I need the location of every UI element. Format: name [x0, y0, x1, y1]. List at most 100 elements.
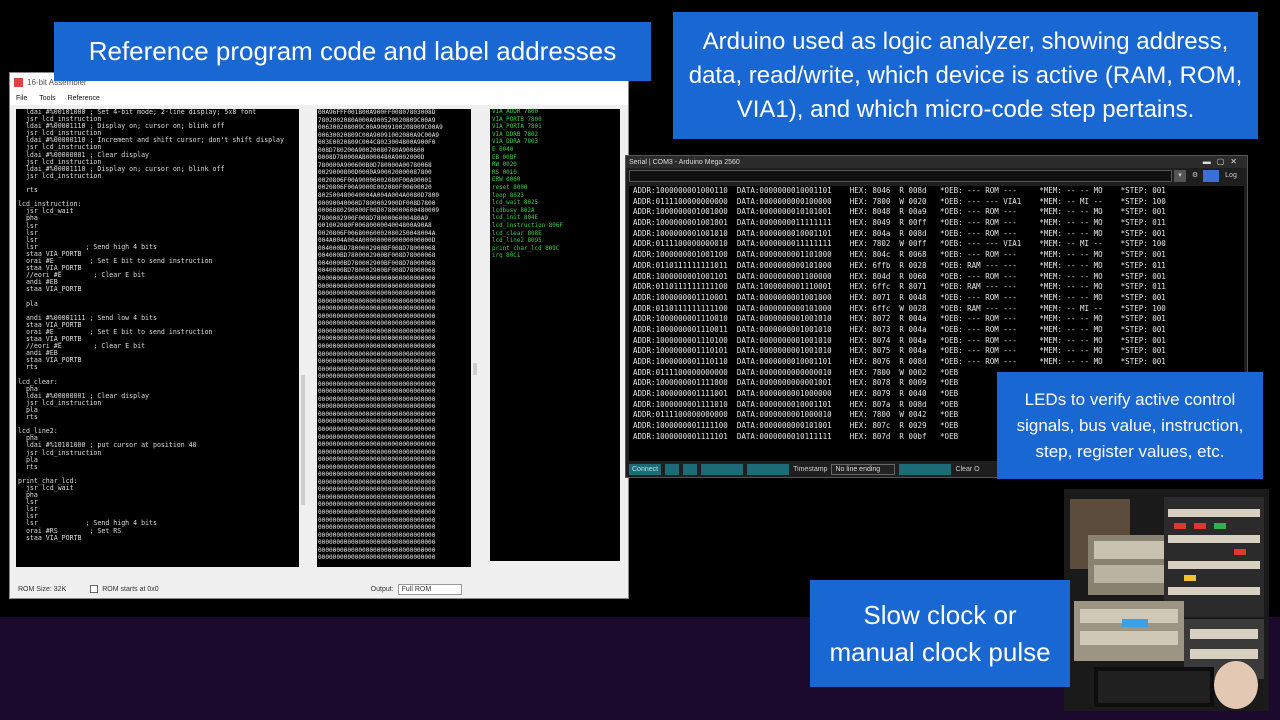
gear-icon[interactable]: ⚙ — [1191, 172, 1199, 179]
hex-line: 00000000000000000000000000000000 — [318, 448, 436, 456]
code-line: rts — [18, 413, 38, 422]
code-scrollbar[interactable] — [301, 375, 305, 505]
label-line: VIA_PORTA 7801 — [492, 124, 542, 131]
serial-log-line: ADDR:0110111111111100 DATA:0000000000101… — [633, 303, 1166, 313]
window-controls[interactable]: ▬▢✕ — [1202, 157, 1243, 166]
hex-line: 0020806F00A90006002080F00A90001 — [318, 176, 432, 184]
hex-line: 0040000BD780002900BF008D78000068 — [318, 267, 436, 275]
output-dropdown[interactable]: Full ROM — [397, 583, 462, 595]
output-selector: Output: Full ROM — [370, 583, 462, 595]
serial-log-line: ADDR:0110111111111011 DATA:0000000000101… — [633, 260, 1166, 270]
code-line: lcd_clear: — [18, 377, 58, 386]
code-line: staa VIA_PORTB — [18, 356, 82, 365]
label-line: VIA_DDRB 7802 — [492, 131, 539, 138]
toolbar-button-2[interactable] — [683, 464, 698, 475]
code-line: pha — [18, 434, 38, 443]
assembler-body: ldai #%00101000 ; Set 4-bit mode; 2-line… — [10, 105, 628, 575]
serial-output[interactable]: ADDR:1000000001000110 DATA:0000000010001… — [629, 186, 1244, 461]
serial-title: Serial | COM3 - Arduino Mega 2560 — [629, 158, 740, 166]
code-line: ldai #%00001110 ; Display on; cursor on;… — [18, 122, 225, 131]
serial-log-line: ADDR:0111100000000000 DATA:0000000001000… — [633, 410, 959, 420]
serial-log-line: ADDR:1000000001000110 DATA:0000000010001… — [633, 186, 1166, 195]
code-line: lcd_line2: — [18, 427, 58, 436]
code-line: rts — [18, 186, 38, 195]
toolbar-button-4[interactable] — [747, 464, 790, 475]
hex-line: 008D780200A90020080780A900600 — [318, 146, 425, 154]
menu-reference[interactable]: Reference — [67, 94, 100, 102]
serial-log-line: ADDR:1000000001001001 DATA:0000000011111… — [633, 218, 1166, 228]
toolbar-button-3[interactable] — [701, 464, 744, 475]
serial-log-line: ADDR:1000000001110010 DATA:0000000001001… — [633, 314, 1166, 324]
send-button[interactable] — [1203, 170, 1219, 182]
hex-line: 00000000000000000000000000000000 — [318, 554, 436, 562]
code-line: ldai #%00101000 ; Set 4-bit mode; 2-line… — [18, 109, 257, 116]
line-ending-select[interactable]: No line ending — [831, 464, 896, 475]
code-line — [16, 371, 299, 378]
code-line: staa VIA_PORTB — [18, 335, 82, 343]
label-line: VIA_ADDR 7800 — [492, 109, 539, 115]
hex-line: 0006080290000F00D0780000600480009 — [318, 207, 440, 215]
code-line: jsr lcd_instruction — [18, 157, 102, 166]
hex-line: 00000000000000000000000000000000 — [318, 546, 436, 554]
label-line: loop 8023 — [492, 192, 524, 199]
code-line: andi #EB — [18, 278, 58, 287]
code-line: lsr — [18, 235, 38, 244]
dropdown-arrow-icon[interactable]: ▾ — [1174, 170, 1186, 182]
code-line: jsr lcd_instruction — [18, 398, 102, 407]
code-editor[interactable]: ldai #%00101000 ; Set 4-bit mode; 2-line… — [16, 109, 299, 567]
menu-tools[interactable]: Tools — [39, 94, 56, 102]
serial-log-line: ADDR:1000000001001000 DATA:0000000010101… — [633, 207, 1166, 217]
hex-line: 00000000000000000000000000000000 — [318, 493, 436, 501]
rom-size: ROM Size: 32K — [18, 585, 67, 593]
assembler-statusbar: ROM Size: 32K ROM starts at 0x0 Output: … — [10, 579, 630, 599]
log-button[interactable]: Log — [1225, 172, 1237, 179]
label-line: VIA_PORTB 7800 — [492, 116, 542, 123]
serial-log-line: ADDR:1000000001110101 DATA:0000000001001… — [633, 346, 1166, 356]
hex-line: 003E0020809C004C8023004800A900F0 — [318, 139, 436, 147]
code-line: //eori #E ; Clear E bit — [18, 342, 146, 351]
callout-leds: LEDs to verify active control signals, b… — [997, 372, 1263, 479]
toolbar-button-1[interactable] — [665, 464, 680, 475]
hex-line: 00A96FFF001B00A900FF00807803008D — [318, 109, 436, 116]
hex-line: 00000000000000000000000000000000 — [318, 471, 436, 479]
serial-log-line: ADDR:1000000001001101 DATA:0000000001100… — [633, 271, 1166, 281]
rom-start-checkbox[interactable] — [90, 585, 99, 593]
label-line: lcd_line2 8095 — [492, 238, 542, 245]
output-label: Output: — [370, 585, 394, 593]
callout-clock-line2: manual clock pulse — [829, 636, 1051, 667]
serial-bottombar: Connect Timestamp No line ending Clear O — [626, 462, 1247, 477]
hex-line: 00000000000000000000000000000000 — [318, 524, 436, 532]
hex-line: 0029000800D0000A900020000087800 — [318, 169, 432, 177]
menu-file[interactable]: File — [16, 94, 28, 102]
serial-log-line: ADDR:1000000001111010 DATA:0000000010001… — [633, 399, 959, 409]
clear-output-button[interactable]: Clear O — [955, 466, 980, 473]
code-line: pha — [18, 214, 38, 223]
hex-line: 0008D780000AB0000480A9002000D — [318, 154, 425, 162]
code-line: pla — [18, 299, 38, 308]
serial-titlebar: Serial | COM3 - Arduino Mega 2560 ▬▢✕ — [626, 156, 1247, 168]
hex-line: 802500480040004A004A004A0080D7800 — [318, 192, 440, 200]
hex-line: 00000000000000000000000000000000 — [318, 312, 436, 320]
code-line: rts — [18, 462, 38, 471]
callout-clock: Slow clock or manual clock pulse — [810, 580, 1070, 687]
code-line: lsr — [18, 505, 38, 514]
code-line: rts — [18, 363, 38, 372]
label-line: lcd_wait 8025 — [492, 200, 539, 207]
hex-line: 00000000000000000000000000000000 — [318, 350, 436, 358]
app-icon — [14, 77, 23, 87]
connect-button[interactable]: Connect — [629, 464, 662, 475]
callout-arduino-logic-analyzer: Arduino used as logic analyzer, showing … — [673, 12, 1258, 139]
serial-log-line: ADDR:1000000001111101 DATA:0000000010111… — [633, 431, 959, 441]
send-input[interactable] — [629, 170, 1172, 182]
baud-rate-button[interactable] — [899, 464, 952, 475]
label-line: ERW 0060 — [492, 177, 521, 184]
code-line: orai #RS ; Set RS — [18, 526, 122, 535]
label-line: VIA_DDRA 7803 — [492, 139, 539, 146]
hex-line: 0020806F00A9000E002080F00600020 — [318, 184, 432, 192]
hex-line: 7802002080A000A900520020809C00A9 — [318, 116, 436, 124]
hex-scrollbar[interactable] — [473, 363, 477, 375]
timestamp-label[interactable]: Timestamp — [793, 466, 828, 473]
serial-log-line: ADDR:1000000001001010 DATA:0000000010001… — [633, 228, 1166, 238]
